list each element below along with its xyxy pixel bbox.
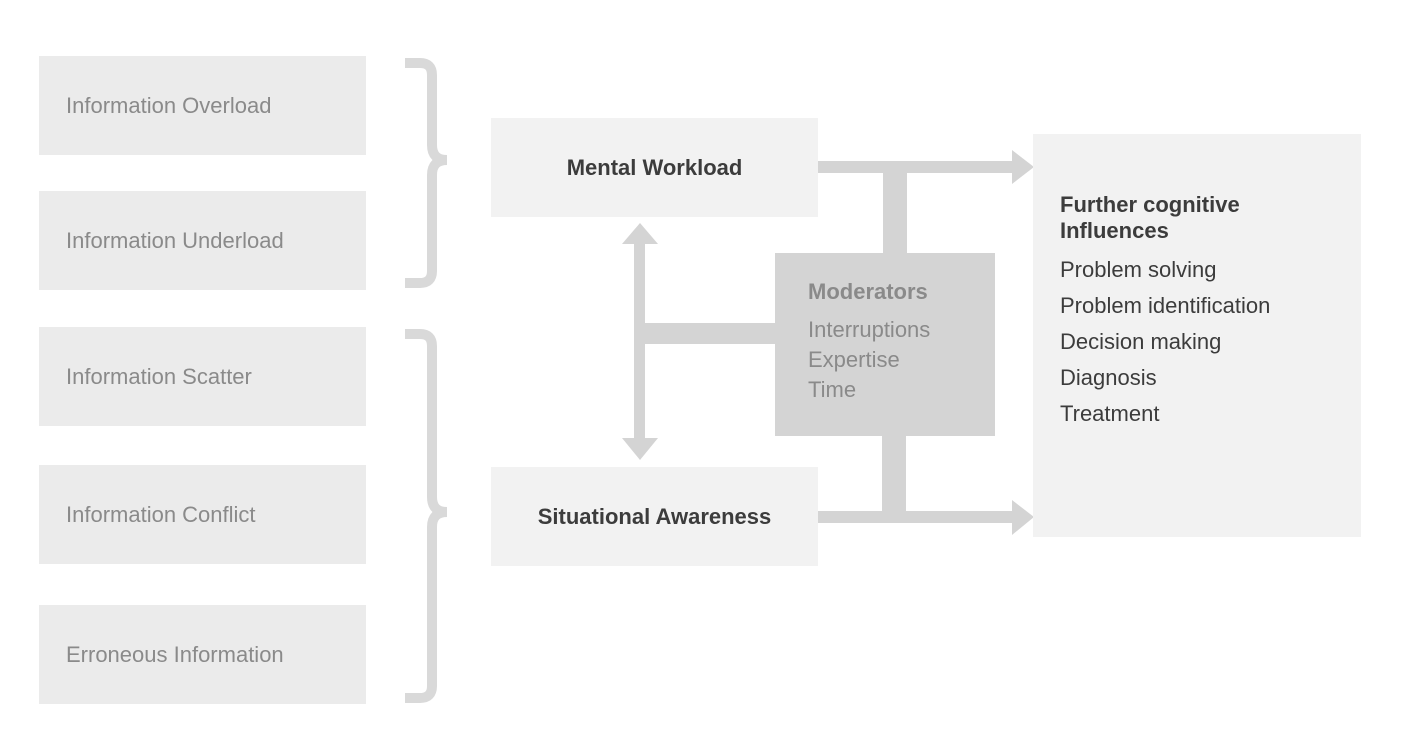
further-influences-title: Further cognitive Influences xyxy=(1060,192,1240,243)
brace-top-group xyxy=(405,58,448,288)
situational-awareness-label: Situational Awareness xyxy=(537,503,772,529)
arrow-mw-further-head xyxy=(1012,150,1034,184)
moderator-link-down xyxy=(882,436,906,511)
moderator-item: Expertise xyxy=(808,347,900,372)
arrow-sa-further-shaft xyxy=(818,511,1014,523)
arrow-head-up xyxy=(622,223,658,244)
source-box-information-overload: Information Overload xyxy=(39,56,366,155)
brace-bottom-group xyxy=(405,329,448,703)
source-label: Erroneous Information xyxy=(66,641,284,667)
arrow-mw-further-shaft xyxy=(818,161,1014,173)
bidirectional-arrow-shaft xyxy=(634,242,645,438)
source-label: Information Overload xyxy=(66,92,272,118)
further-item: Problem identification xyxy=(1060,293,1271,318)
further-item: Problem solving xyxy=(1060,257,1217,282)
further-item: Diagnosis xyxy=(1060,365,1157,390)
moderators-box: Moderators Interruptions Expertise Time xyxy=(775,253,995,436)
situational-awareness-box: Situational Awareness xyxy=(491,467,818,566)
source-label: Information Scatter xyxy=(66,363,252,389)
source-box-information-scatter: Information Scatter xyxy=(39,327,366,426)
source-box-erroneous-information: Erroneous Information xyxy=(39,605,366,704)
arrow-head-down xyxy=(622,438,658,460)
source-label: Information Conflict xyxy=(66,501,256,527)
source-label: Information Underload xyxy=(66,227,284,253)
arrow-sa-further-head xyxy=(1012,500,1034,535)
mental-workload-label: Mental Workload xyxy=(566,154,743,180)
moderator-item: Interruptions xyxy=(808,317,931,342)
further-influences-box: Further cognitive Influences Problem sol… xyxy=(1033,134,1361,537)
mental-workload-box: Mental Workload xyxy=(491,118,818,217)
further-item: Treatment xyxy=(1060,401,1160,426)
source-box-information-conflict: Information Conflict xyxy=(39,465,366,564)
moderator-link-up xyxy=(883,173,907,253)
moderator-link-horizontal xyxy=(645,323,775,344)
further-item: Decision making xyxy=(1060,329,1222,354)
moderator-item: Time xyxy=(808,377,857,402)
source-box-information-underload: Information Underload xyxy=(39,191,366,290)
moderators-title: Moderators xyxy=(808,279,928,304)
